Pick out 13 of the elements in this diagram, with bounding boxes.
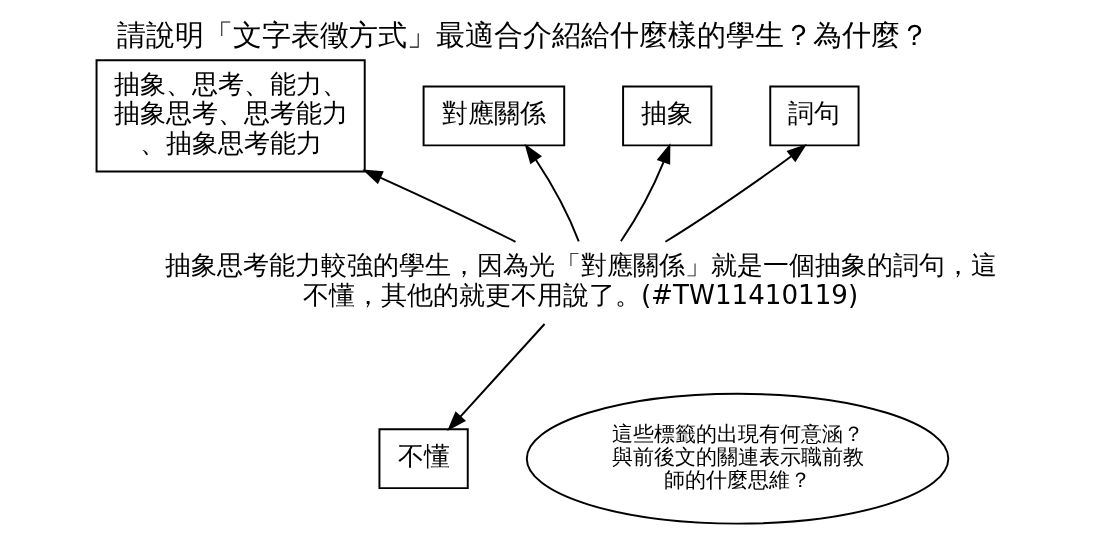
node-box: 詞句 [769,85,860,147]
node-box: 對應關係 [422,85,566,147]
diagram-title: 請說明「文字表徵方式」最適合介紹給什麼樣的學生？為什麼？ [116,17,929,52]
node-box: 抽象、思考、能力、抽象思考、思考能力、抽象思考能力 [95,59,366,173]
node-text: 抽象思考能力較強的學生，因為光「對應關係」就是一個抽象的詞句，這不懂，其他的就更不用說了。(#TW11410119) [164,250,997,310]
arrow [664,144,807,243]
node-ellipse: 這些標籤的出現有何意涵？與前後文的關連表示職前教師的什麼思維？ [525,392,950,525]
node-box: 抽象 [622,85,713,147]
arrow [362,169,517,243]
arrow [447,323,546,432]
node-box: 不懂 [378,428,469,490]
arrow [619,143,671,243]
arrow [524,143,580,243]
